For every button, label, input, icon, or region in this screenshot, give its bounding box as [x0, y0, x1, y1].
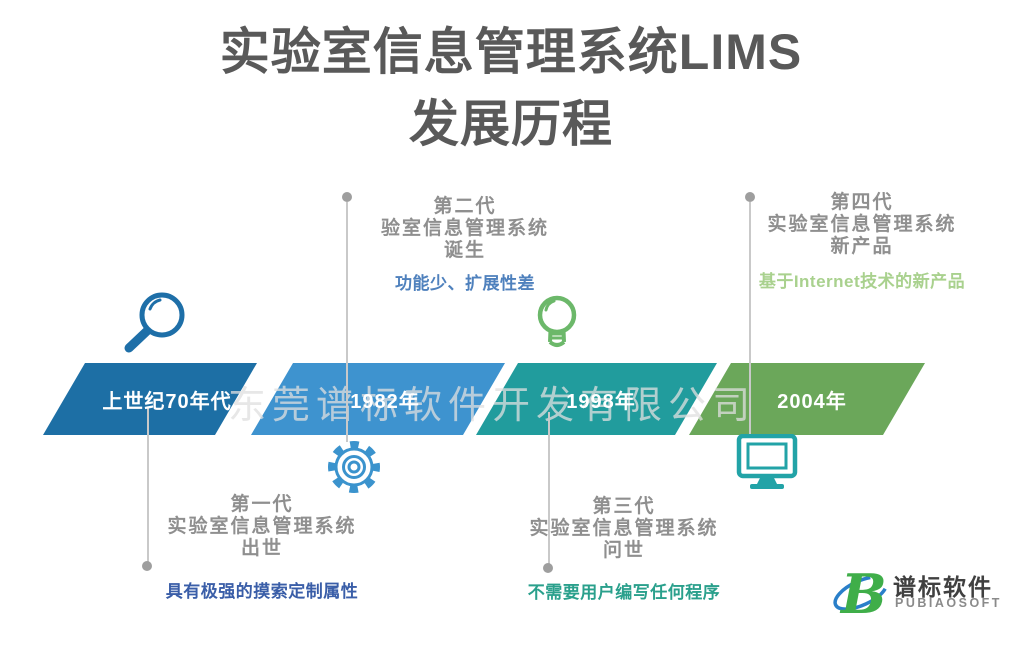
milestone-gen3-line3: 问世: [602, 540, 645, 561]
milestone-gen3: 第三代 实验室信息管理系统 问世 不需要用户编写任何程序: [474, 496, 774, 603]
timeline-segment-1998: [476, 363, 717, 435]
connector-line-gen2: [346, 202, 348, 442]
connector-dot-gen2: [342, 192, 352, 202]
segment-label-1998: 1998年: [566, 391, 636, 413]
milestone-gen3-line1: 第三代: [592, 496, 656, 517]
company-name: 谱标软件: [893, 574, 993, 600]
segment-label-2004: 2004年: [777, 391, 847, 413]
connector-dot-gen1: [142, 561, 152, 571]
lightbulb-icon: [528, 294, 586, 367]
logo-letter: B: [839, 562, 887, 622]
milestone-gen1: 第一代 实验室信息管理系统 出世 具有极强的摸索定制属性: [112, 494, 412, 602]
milestone-gen1-note: 具有极强的摸索定制属性: [165, 582, 359, 601]
milestone-gen3-note: 不需要用户编写任何程序: [527, 583, 721, 602]
milestone-gen4-line1: 第四代: [830, 192, 894, 213]
page-title-line1: 实验室信息管理系统LIMS: [219, 24, 803, 80]
milestone-gen4-line3: 新产品: [830, 236, 894, 257]
timeline-segment-1982: [251, 363, 505, 435]
milestone-gen2-line3: 诞生: [443, 240, 486, 261]
milestone-gen4-line2: 实验室信息管理系统: [767, 214, 957, 235]
timeline-segment-2004: [689, 363, 925, 435]
milestone-gen4-note: 基于Internet技术的新产品: [758, 272, 966, 291]
connector-line-gen3: [548, 412, 550, 566]
connector-line-gen1: [147, 408, 149, 564]
milestone-gen2-note: 功能少、扩展性差: [395, 274, 535, 293]
company-logo-mark: B: [832, 560, 890, 627]
page-title-line2: 发展历程: [409, 96, 613, 152]
watermark-text: 东莞谱标软件开发有限公司: [228, 385, 757, 427]
logo-orbit-swoosh: [833, 575, 889, 611]
milestone-gen2: 第二代 验室信息管理系统 诞生 功能少、扩展性差: [315, 196, 615, 294]
milestone-gen1-line2: 实验室信息管理系统: [167, 516, 357, 537]
milestone-gen2-line2: 验室信息管理系统: [380, 218, 549, 239]
page-title: 实验室信息管理系统LIMS 发展历程: [0, 16, 1022, 160]
company-name-en: PUBIAOSOFT: [895, 596, 1002, 610]
monitor-icon: [736, 433, 798, 497]
segment-label-1970s: 上世纪70年代: [102, 391, 232, 413]
connector-dot-gen4: [745, 192, 755, 202]
milestone-gen3-line2: 实验室信息管理系统: [529, 518, 719, 539]
milestone-gen2-line1: 第二代: [433, 196, 497, 217]
gear-icon: [322, 436, 386, 503]
timeline-segment-1970s: [43, 363, 257, 435]
connector-dot-gen3: [543, 563, 553, 573]
segment-label-1982: 1982年: [350, 391, 420, 413]
milestone-gen4: 第四代 实验室信息管理系统 新产品 基于Internet技术的新产品: [712, 192, 1012, 292]
connector-line-gen4: [749, 202, 751, 438]
milestone-gen1-line1: 第一代: [230, 494, 294, 515]
magnifier-icon: [116, 288, 194, 367]
milestone-gen1-line3: 出世: [240, 538, 283, 559]
